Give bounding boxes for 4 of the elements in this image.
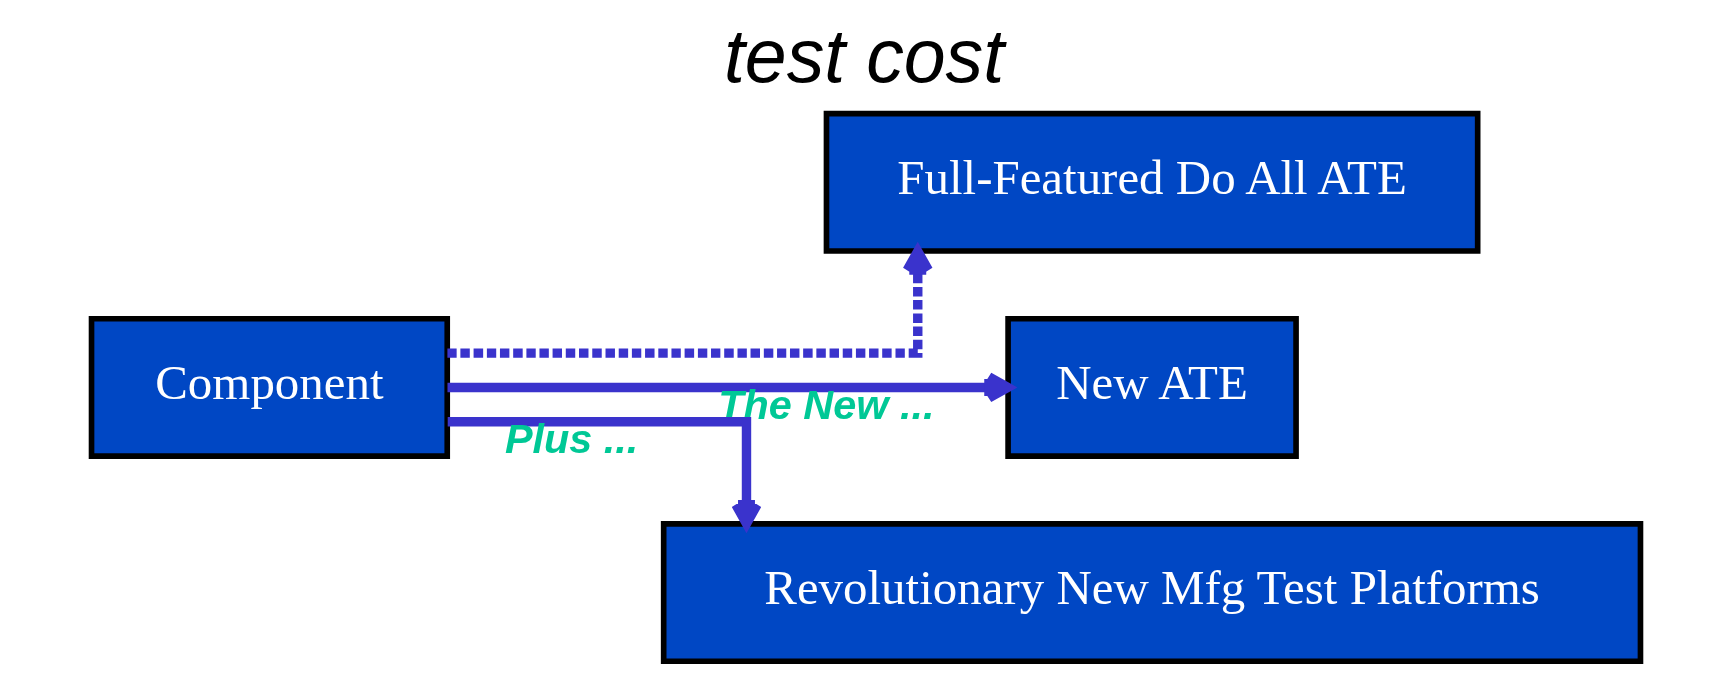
node-box: Component xyxy=(88,315,450,459)
node-box: Full-Featured Do All ATE xyxy=(823,110,1480,254)
node-box: Revolutionary New Mfg Test Platforms xyxy=(660,521,1643,665)
node-box: New ATE xyxy=(1004,315,1299,459)
